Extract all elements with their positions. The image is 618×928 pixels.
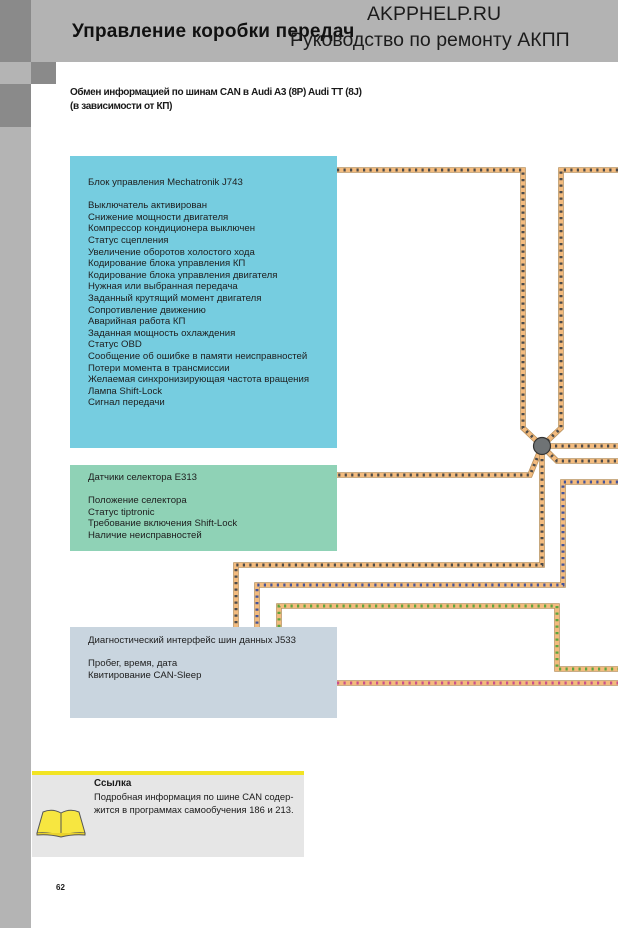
- reference-title: Ссылка: [94, 778, 132, 789]
- watermark-site: AKPPHELP.RU: [367, 3, 502, 25]
- wire-j533-green-can: [276, 603, 618, 672]
- signal-item: Увеличение оборотов холостого хода: [88, 246, 255, 258]
- subtitle-line-1: Обмен информацией по шинам CAN в Audi A3…: [70, 87, 362, 98]
- signal-item: Квитирование CAN-Sleep: [88, 669, 202, 681]
- signal-item: Потери момента в трансмиссии: [88, 362, 230, 374]
- wire-segment: [337, 168, 544, 448]
- subtitle-line-2: (в зависимости от КП): [70, 100, 173, 112]
- wire-j533-blue-can: [254, 479, 618, 627]
- signal-item: Снижение мощности двигателя: [88, 211, 229, 223]
- wire-segment: [337, 168, 544, 448]
- signal-item: Сигнал передачи: [88, 397, 165, 409]
- reference-text-line-1: Подробная информация по шине CAN содер-: [94, 791, 294, 802]
- wire-segment: [540, 168, 618, 448]
- page-number: 62: [56, 883, 65, 892]
- ecu-box-j533: Диагностический интерфейс шин данных J53…: [70, 627, 337, 718]
- wire-segment: [277, 604, 618, 671]
- corner-square-mid-right: [31, 62, 56, 84]
- wire-segment: [255, 480, 618, 627]
- wire-j743-drive-can: [337, 167, 544, 449]
- wire-right-top-drive-can: [540, 167, 618, 449]
- signal-item: Положение селектора: [88, 495, 187, 507]
- signal-item: Кодирование блока управления двигателя: [88, 269, 278, 281]
- wire-segment: [337, 444, 545, 478]
- wire-segment: [337, 445, 544, 477]
- wire-e313-drive-can: [337, 444, 545, 478]
- signal-item: Аварийная работа КП: [88, 316, 186, 328]
- signal-item: Заданная мощность охлаждения: [88, 327, 236, 339]
- wire-segment: [276, 603, 618, 672]
- ecu-box-j743: Блок управления Mechatronik J743 Выключа…: [70, 156, 337, 448]
- watermark-caption: Руководство по ремонту АКПП: [290, 29, 570, 51]
- wire-segment: [337, 167, 544, 449]
- signal-item: Статус tiptronic: [88, 506, 155, 518]
- ecu-title-j533: Диагностический интерфейс шин данных J53…: [88, 635, 296, 646]
- corner-square-mid-left: [0, 62, 31, 84]
- ecu-title-e313: Датчики селектора E313: [88, 472, 198, 483]
- signal-item: Наличие неисправностей: [88, 529, 202, 541]
- wire-segment: [337, 445, 544, 477]
- signal-item: Заданный крутящий момент двигателя: [88, 292, 262, 304]
- signal-item: Требование включения Shift-Lock: [88, 518, 238, 530]
- reference-text-line-2: жится в программах самообучения 186 и 21…: [94, 803, 294, 815]
- signal-item: Сообщение об ошибке в памяти неисправнос…: [88, 350, 308, 362]
- signal-item: Желаемая синхронизирующая частота вращен…: [88, 374, 310, 386]
- book-icon: [36, 809, 86, 838]
- corner-square-lower: [0, 84, 31, 127]
- diagram-subtitle: Обмен информацией по шинам CAN в Audi A3…: [70, 86, 362, 113]
- wire-segment: [540, 167, 618, 449]
- signal-item: Статус сцепления: [88, 234, 169, 246]
- signal-item: Выключатель активирован: [88, 200, 208, 212]
- wire-segment: [540, 168, 618, 448]
- corner-square-top: [0, 0, 31, 62]
- signal-item: Лампа Shift-Lock: [88, 385, 163, 397]
- bus-junction-node: [532, 436, 552, 456]
- header-band: [31, 0, 618, 62]
- left-margin-strip: [0, 127, 31, 928]
- wire-segment: [277, 604, 618, 671]
- signal-item: Пробег, время, дата: [88, 658, 178, 670]
- signal-item: Компрессор кондиционера выключен: [88, 223, 255, 235]
- page-title: Управление коробки передач: [72, 21, 355, 42]
- signal-item: Кодирование блока управления КП: [88, 258, 246, 270]
- reference-text: Подробная информация по шине CAN содер- …: [94, 791, 304, 816]
- reference-accent-bar: [32, 771, 304, 775]
- signal-item: Сопротивление движению: [88, 304, 206, 316]
- wire-segment: [234, 446, 544, 627]
- signal-item: Статус OBD: [88, 339, 142, 351]
- wire-j533-drive-can: [233, 446, 545, 627]
- signal-item: Нужная или выбранная передача: [88, 281, 238, 293]
- ecu-title-j743: Блок управления Mechatronik J743: [88, 177, 243, 188]
- ecu-box-e313: Датчики селектора E313 Положение селекто…: [70, 465, 337, 551]
